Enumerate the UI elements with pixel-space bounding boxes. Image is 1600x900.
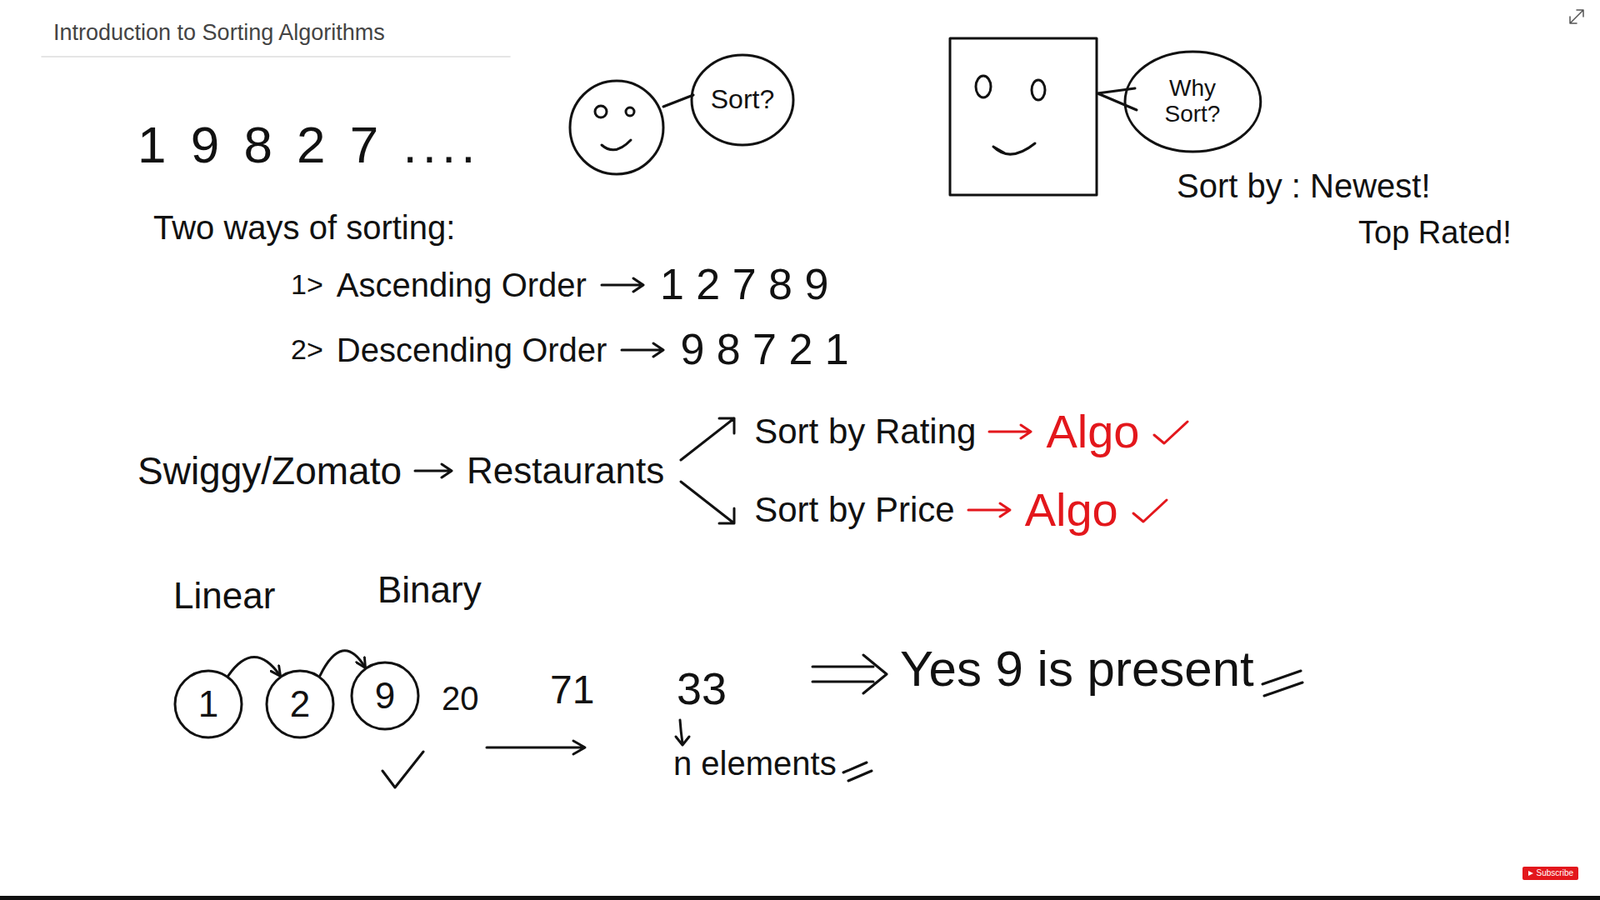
node-text: 1 (198, 684, 219, 725)
branch-arrows-part (680, 418, 735, 460)
square-face (950, 38, 1137, 195)
curved-arrow (320, 650, 365, 676)
ellipse-outline-path (1125, 51, 1261, 152)
pointer-arrow (675, 720, 690, 745)
curved-arrow (228, 657, 280, 676)
algo-note: Algo (1025, 483, 1119, 537)
subscribe-button: Subscribe (1522, 866, 1579, 880)
smiley-face-part (601, 140, 631, 150)
ascending-row: 1> Ascending Order 1 2 7 8 9 (290, 260, 829, 310)
array-element: 9 (350, 660, 420, 731)
node-text: Sort? (710, 85, 775, 115)
number-sequence: 1 9 8 2 7 .... (137, 115, 480, 175)
arrow-part (601, 278, 644, 292)
button-text: Subscribe (1536, 868, 1574, 879)
app-example: Swiggy/Zomato Restaurants Sort by Rating… (137, 400, 1191, 542)
circle-outline-path (175, 670, 242, 738)
node-content: 9 (375, 675, 395, 716)
sort-option: Top Rated! (1358, 215, 1512, 252)
node-content: Why Sort? (1146, 75, 1239, 128)
array-element: 2 (265, 669, 335, 740)
square-face-part (1031, 80, 1045, 100)
red-check (1150, 416, 1191, 447)
arrow-part (621, 343, 664, 357)
count-note: n elements (673, 744, 837, 783)
descending-row: 2> Descending Order 9 8 7 2 1 (290, 325, 850, 375)
smiley-face (570, 80, 694, 175)
double-underline-part (843, 762, 872, 781)
node-text: Why Sort? (1146, 75, 1239, 128)
app-name: Swiggy/Zomato (137, 449, 402, 494)
red-arrow (987, 421, 1035, 442)
slide-title: Introduction to Sorting Algorithms (53, 20, 385, 46)
bottom-bar (0, 895, 1600, 900)
scan-arrow (486, 740, 585, 755)
item-name: Restaurants (466, 450, 665, 493)
result-row: Yes 9 is present (900, 640, 1306, 698)
arrow (413, 460, 455, 481)
arrow-part (415, 464, 452, 478)
implies-arrow (812, 655, 887, 694)
sort-option: Sort by : Newest! (1176, 166, 1431, 205)
smiley-face-part (570, 80, 664, 175)
result-note: Yes 9 is present (900, 640, 1255, 698)
branch-arrows-part (680, 481, 735, 524)
sort-options: Sort by Rating Algo Sort by Price Algo (754, 405, 1191, 538)
ellipse-outline-path (691, 55, 794, 145)
array-value: 20 (441, 679, 480, 718)
branch-arrows (675, 400, 743, 542)
red-check-part (1133, 500, 1167, 522)
double-underline (840, 757, 875, 783)
check-mark (382, 751, 424, 788)
speech-bubble: Sort? (690, 53, 795, 147)
circle-outline-path (351, 662, 419, 730)
smiley-face-part (595, 105, 607, 118)
node-text: 2 (290, 684, 310, 725)
heading-note: Two ways of sorting: (153, 208, 455, 247)
square-face-part (993, 143, 1035, 155)
square-face-part (950, 38, 1097, 195)
title-underline (41, 55, 510, 58)
double-underline (1259, 667, 1306, 698)
array-value: 71 (550, 666, 595, 713)
sort-criterion: Sort by Price (754, 490, 955, 530)
array-element: 1 (173, 669, 244, 740)
red-check (1130, 495, 1170, 525)
list-marker: 1> (290, 268, 324, 301)
search-type: Binary (377, 569, 482, 612)
square-face-part (1097, 88, 1137, 110)
node-content: 1 (198, 684, 219, 725)
red-check-part (1154, 421, 1188, 444)
node-content: 2 (290, 684, 310, 725)
node-content: Sort? (710, 85, 775, 115)
square-face-part (975, 75, 991, 98)
option-row: Sort by Price Algo (754, 483, 1191, 537)
sorted-sequence: 1 2 7 8 9 (660, 260, 829, 310)
order-name: Descending Order (336, 330, 608, 370)
smiley-face-part (663, 95, 694, 107)
node-text: 9 (375, 675, 395, 716)
array-value: 33 (676, 662, 727, 715)
play-icon (1527, 870, 1535, 877)
order-name: Ascending Order (336, 265, 587, 305)
red-arrow-part (989, 425, 1031, 439)
sort-criterion: Sort by Rating (754, 411, 976, 452)
arrow (600, 275, 647, 295)
circle-outline-path (266, 670, 334, 738)
search-type: Linear (173, 575, 275, 618)
red-arrow (966, 500, 1014, 520)
arrow (620, 340, 667, 360)
red-arrow-part (968, 503, 1010, 517)
smiley-face-part (625, 107, 635, 116)
option-row: Sort by Rating Algo (754, 405, 1191, 459)
list-marker: 2> (290, 333, 324, 366)
sorted-sequence: 9 8 7 2 1 (680, 325, 849, 375)
speech-bubble: Why Sort? (1123, 50, 1263, 154)
count-row: n elements (673, 744, 875, 783)
algo-note: Algo (1045, 405, 1140, 459)
expand-icon (1570, 10, 1584, 24)
play-icon-part (1528, 870, 1534, 876)
double-underline-part (1262, 670, 1303, 696)
